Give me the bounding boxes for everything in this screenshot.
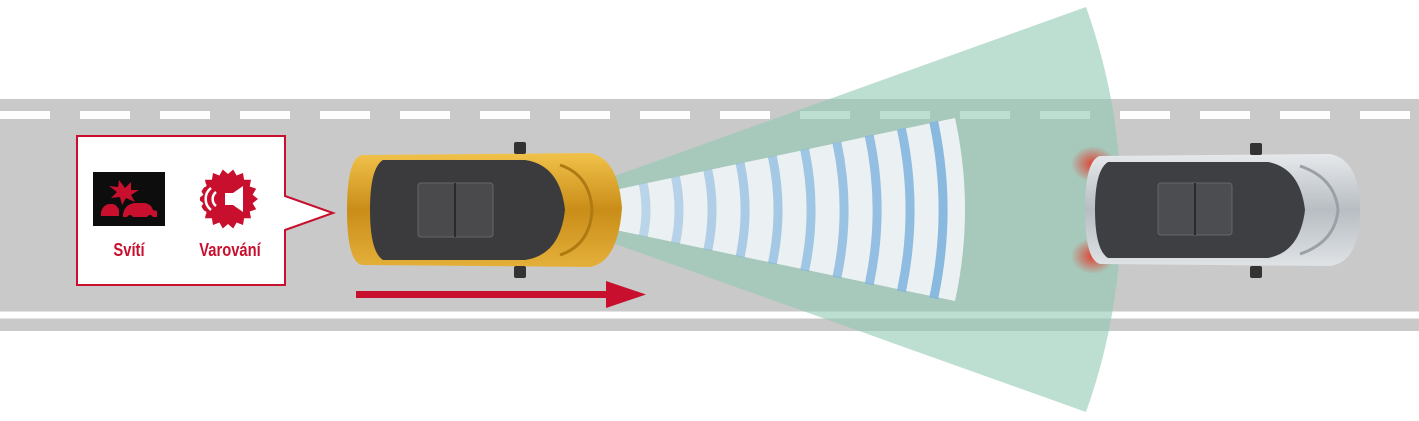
indicator-label: Svítí [113, 240, 145, 260]
forward-collision-warning-icon [93, 172, 165, 226]
radar-wave-arc [703, 169, 717, 251]
radar-wave-arc [896, 127, 915, 293]
radar-wave-arc [735, 162, 750, 258]
radar-wave-arc [832, 141, 849, 279]
radar-waves [520, 118, 965, 301]
direction-arrow [356, 281, 646, 308]
radar-wave-arc [671, 175, 684, 245]
lead-car [1085, 143, 1360, 278]
radar-wave-arc [800, 148, 816, 272]
warning-label: Varování [199, 240, 261, 260]
warning-sound-icon [195, 168, 261, 230]
radar-wave-arc [864, 134, 882, 286]
radar-wave-arc [929, 120, 948, 300]
radar-wave-arc [767, 155, 783, 265]
warning-callout: Svítí Varování [75, 134, 336, 287]
radar-wave-arc [638, 182, 651, 238]
own-car [347, 142, 622, 278]
